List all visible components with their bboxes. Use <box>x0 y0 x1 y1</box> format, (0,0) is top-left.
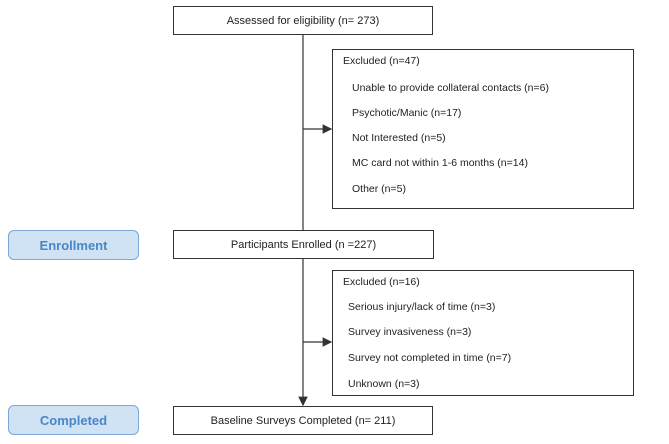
enrollment-stage-label: Enrollment <box>8 230 139 260</box>
excluded-item: Other (n=5) <box>352 183 406 195</box>
excluded-title-1: Excluded (n=47) <box>343 55 420 67</box>
excluded-box-1: Excluded (n=47) Unable to provide collat… <box>332 49 634 209</box>
assessed-box: Assessed for eligibility (n= 273) <box>173 6 433 35</box>
completed-label: Baseline Surveys Completed (n= 211) <box>210 414 396 427</box>
excluded-item: Survey not completed in time (n=7) <box>348 352 512 364</box>
excluded-title-2: Excluded (n=16) <box>343 276 420 288</box>
completed-stage-label: Completed <box>8 405 139 435</box>
completed-box: Baseline Surveys Completed (n= 211) <box>173 406 433 435</box>
excluded-item: Unknown (n=3) <box>348 378 420 390</box>
enrollment-stage-text: Enrollment <box>39 237 108 253</box>
excluded-item: Unable to provide collateral contacts (n… <box>352 82 549 94</box>
completed-stage-text: Completed <box>39 412 108 428</box>
enrolled-label: Participants Enrolled (n =227) <box>230 238 377 251</box>
assessed-label: Assessed for eligibility (n= 273) <box>226 14 380 27</box>
excluded-item: Psychotic/Manic (n=17) <box>352 107 462 119</box>
excluded-item: MC card not within 1-6 months (n=14) <box>352 157 528 169</box>
excluded-item: Not Interested (n=5) <box>352 132 446 144</box>
excluded-box-2: Excluded (n=16) Serious injury/lack of t… <box>332 270 634 396</box>
excluded-item: Serious injury/lack of time (n=3) <box>348 301 496 313</box>
excluded-item: Survey invasiveness (n=3) <box>348 326 472 338</box>
enrolled-box: Participants Enrolled (n =227) <box>173 230 434 259</box>
